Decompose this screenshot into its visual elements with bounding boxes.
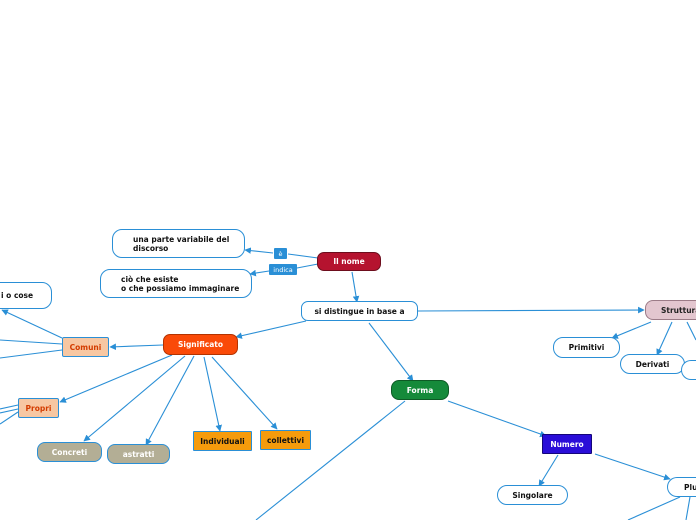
node-si-distingue[interactable]: si distingue in base a — [301, 301, 418, 321]
node-struttura-right[interactable] — [681, 360, 696, 380]
node-cio-che-esiste-line2: o che possiamo immaginare — [121, 283, 240, 293]
connector-propri-left3 — [0, 411, 19, 425]
node-cio-che-esiste[interactable]: ciò che esiste o che possiamo immaginare — [100, 269, 252, 298]
node-il-nome[interactable]: Il nome — [317, 252, 381, 271]
node-primitivi[interactable]: Primitivi — [553, 337, 620, 358]
connector-comuni-left2 — [0, 349, 63, 359]
connector-plurale-down2 — [685, 496, 691, 520]
connector-significato-concreti — [83, 355, 186, 442]
connector-ilnome-e — [287, 253, 319, 259]
connector-indica-cio — [249, 269, 270, 277]
connector-forma-down — [255, 400, 406, 520]
connector-propri-left2 — [0, 408, 19, 414]
connector-numero-singolare — [538, 454, 559, 487]
node-numero[interactable]: Numero — [542, 434, 592, 454]
node-cose[interactable]: i o cose — [0, 282, 52, 309]
connector-distingue-significato — [235, 320, 307, 339]
connector-numero-plurale — [594, 453, 671, 481]
node-concreti[interactable]: Concreti — [37, 442, 102, 462]
node-individuali[interactable]: Individuali — [193, 431, 252, 451]
connector-e-parte — [244, 247, 274, 254]
connector-distingue-forma — [368, 322, 414, 382]
connector-struttura-right — [686, 321, 696, 341]
connector-ilnome-distingue — [351, 271, 360, 303]
node-astratti[interactable]: astratti — [107, 444, 170, 464]
connector-struttura-derivati — [656, 321, 673, 356]
node-derivati[interactable]: Derivati — [620, 354, 685, 374]
connector-forma-numero — [447, 400, 547, 438]
node-cio-che-esiste-line1: ciò che esiste — [121, 274, 179, 284]
connector-significato-propri — [59, 354, 173, 403]
node-significato[interactable]: Significato — [163, 334, 238, 355]
connector-propri-left1 — [0, 404, 19, 410]
connector-struttura-primitivi — [611, 321, 652, 339]
connector-plurale-down1 — [627, 496, 681, 520]
node-parte-variabile-line2: discorso — [133, 243, 169, 253]
node-propri[interactable]: Propri — [18, 398, 59, 418]
connector-comuni-left1 — [0, 339, 63, 345]
connector-significato-collettivi — [211, 356, 278, 430]
connector-distingue-struttura — [417, 306, 645, 314]
node-singolare[interactable]: Singolare — [497, 485, 568, 505]
connector-ilnome-indica — [296, 263, 319, 269]
label-e: è — [274, 248, 287, 259]
node-plurale[interactable]: Plu — [667, 477, 696, 497]
node-comuni[interactable]: Comuni — [62, 337, 109, 357]
node-struttura[interactable]: Struttura — [645, 300, 696, 320]
node-parte-variabile-line1: una parte variabile del — [133, 234, 230, 244]
node-forma[interactable]: Forma — [391, 380, 449, 400]
connector-significato-astratti — [145, 355, 195, 446]
label-indica: indica — [269, 264, 297, 275]
connector-significato-comuni — [109, 343, 164, 351]
connector-comuni-cose — [1, 309, 63, 339]
connector-significato-individuali — [203, 356, 222, 432]
node-parte-variabile[interactable]: una parte variabile del discorso — [112, 229, 245, 258]
node-collettivi[interactable]: collettivi — [260, 430, 311, 450]
